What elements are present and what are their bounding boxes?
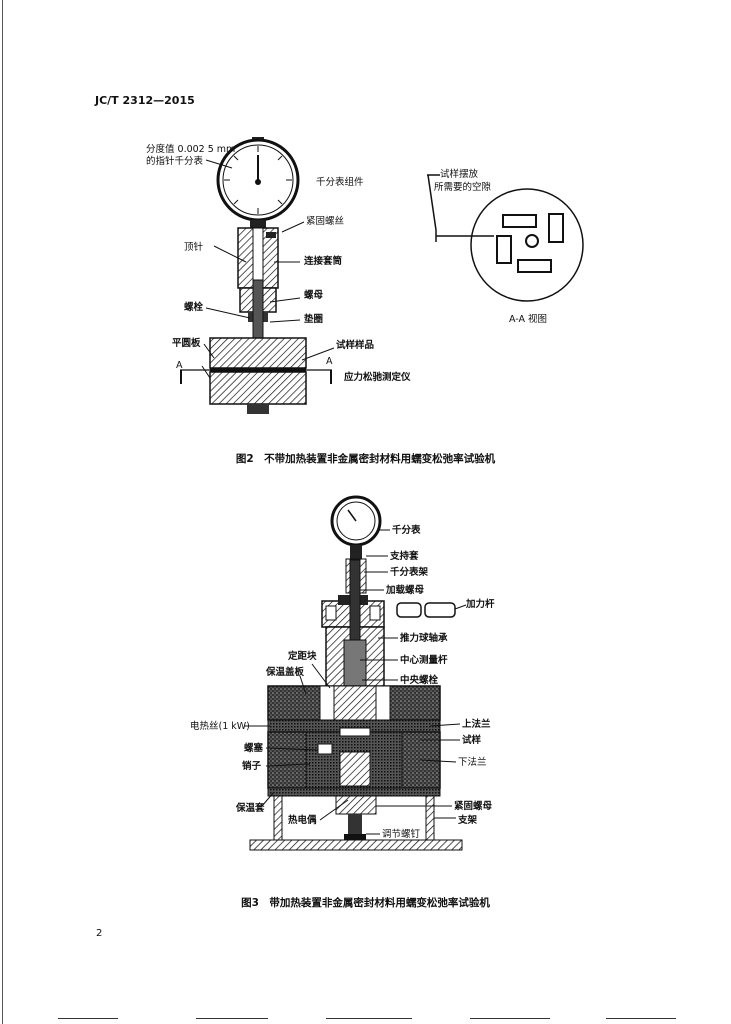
fig3-label-dial-frame: 千分表架: [390, 567, 429, 578]
fig2-label-view: A-A 视图: [509, 314, 548, 325]
fig2-label-sleeve: 连接套筒: [304, 256, 343, 267]
fig2-label-set-screw: 紧固螺丝: [306, 216, 345, 227]
scan-mark: [58, 1018, 118, 1019]
fig2-label-dial-assembly: 千分表组件: [316, 177, 364, 188]
fig3-label-load-nut: 加载螺母: [386, 585, 425, 596]
fig3-label-jacket: 保温套: [236, 803, 265, 814]
fig2-label-dial-value: 分度值 0.002 5 mm: [146, 144, 236, 155]
fig2-label-section-a-right: A: [326, 356, 333, 367]
fig2-label-pin: 顶针: [184, 242, 204, 253]
figure3-caption: 图3 带加热装置非金属密封材料用蠕变松弛率试验机: [241, 897, 490, 909]
fig2-label-section-a-left: A: [176, 360, 183, 371]
document-id: JC/T 2312—2015: [95, 94, 195, 107]
fig3-label-lower-flange: 下法兰: [458, 757, 487, 768]
fig3-label-thrust-bearing: 推力球轴承: [400, 633, 448, 644]
fig2-label-washer: 垫圈: [304, 314, 324, 325]
fig2-label-specimen: 试样样品: [336, 340, 375, 351]
fig3-label-pin: 销子: [242, 761, 262, 772]
scan-mark: [470, 1018, 550, 1019]
fig3-label-screw-plug: 螺塞: [244, 743, 264, 754]
fig3-label-stand: 支架: [458, 815, 478, 826]
fig3-label-adjust-screw: 调节螺钉: [382, 829, 421, 840]
figure2-caption: 图2 不带加热装置非金属密封材料用蠕变松弛率试验机: [235, 453, 496, 465]
fig3-label-spacer: 定距块: [288, 651, 317, 662]
fig2-label-dial-value-2: 的指针千分表: [146, 156, 204, 167]
fig3-label-dial: 千分表: [392, 525, 421, 536]
fig2-label-space-note: 试样摆放: [440, 169, 479, 180]
fig3-label-fix-nut: 紧固螺母: [454, 801, 493, 812]
scan-mark: [606, 1018, 676, 1019]
fig3-label-support-sleeve: 支持套: [390, 551, 419, 562]
fig3-label-center-rod: 中心测量杆: [400, 655, 448, 666]
fig3-label-cover: 保温盖板: [266, 667, 305, 678]
fig3-label-thermocouple: 热电偶: [288, 815, 317, 826]
scan-mark: [326, 1018, 412, 1019]
fig3-label-upper-flange: 上法兰: [462, 719, 491, 730]
fig3-label-center-bolt: 中央螺栓: [400, 675, 439, 686]
fig3-label-lever: 加力杆: [466, 599, 495, 610]
fig3-label-heater: 电热丝(1 kW): [190, 721, 250, 732]
fig3-label-sample: 试样: [462, 735, 482, 746]
scan-mark: [196, 1018, 268, 1019]
fig2-label-nut: 螺母: [304, 290, 324, 301]
page-edge-line: [2, 0, 3, 1024]
fig2-label-bolt: 螺栓: [184, 302, 204, 313]
fig2-label-space-note-2: 所需要的空隙: [434, 182, 492, 193]
fig2-label-instrument: 应力松驰测定仪: [344, 372, 411, 383]
page-number: 2: [96, 928, 103, 939]
fig2-label-platen: 平圆板: [172, 338, 201, 349]
